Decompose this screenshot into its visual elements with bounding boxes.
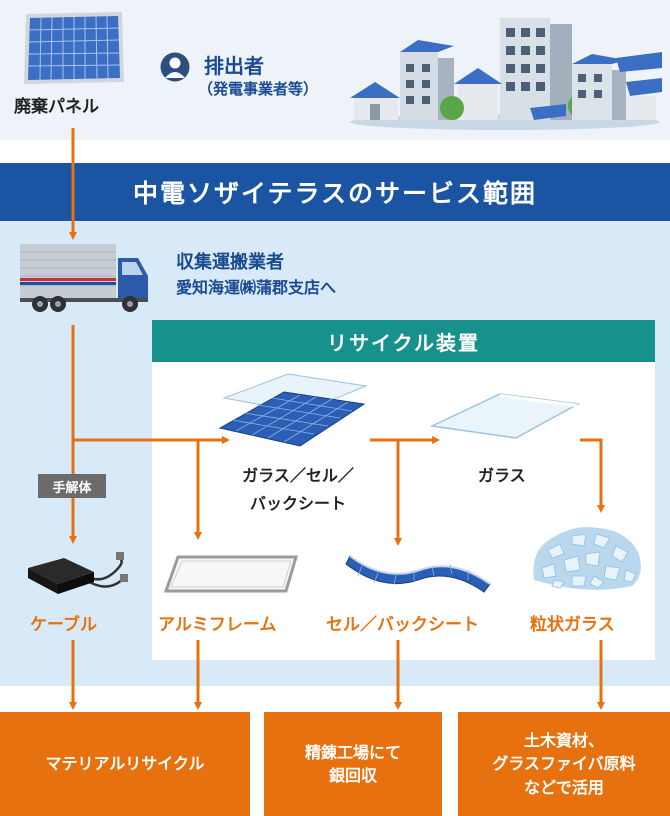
output-civil-line3: などで活用 (524, 777, 604, 797)
person-icon (160, 52, 190, 82)
recycling-device-panel (152, 320, 655, 660)
buildings-icon (350, 18, 662, 130)
product-cable: ケーブル (30, 615, 97, 635)
glass-sheet-icon (430, 393, 580, 439)
output-civil-line1: 土木資材、 (523, 731, 604, 751)
solar-panel-icon (24, 12, 124, 84)
output-civil-line2: グラスファイバ原料 (492, 754, 636, 774)
emitter-label: 排出者 (204, 54, 264, 78)
output-civil-materials: 土木資材、 グラスファイバ原料 などで活用 (458, 712, 670, 816)
emitter-sub-label: （発電事業者等） (198, 80, 319, 98)
output-silver-line1: 精錬工場にて (304, 742, 401, 762)
glass-cell-backsheet-label: ガラス／セル／ バックシート (222, 462, 374, 518)
glass-cell-backsheet-line1: ガラス／セル／ (242, 466, 354, 485)
output-silver-line2: 銀回収 (328, 766, 377, 785)
service-scope-title: 中電ソザイテラスのサービス範囲 (0, 163, 670, 221)
flexible-cell-icon (345, 555, 491, 593)
arrow-glass-to-cullet (580, 438, 605, 513)
collector-subtitle: 愛知海運㈱蒲郡支店へ (176, 278, 337, 297)
product-granular-glass: 粒状ガラス (530, 615, 615, 635)
manual-disassembly-tag: 手解体 (38, 474, 106, 498)
product-cell-backsheet: セル／バックシート (326, 615, 479, 635)
glass-cell-backsheet-line2: バックシート (249, 494, 346, 513)
aluminum-frame-icon (164, 555, 298, 593)
junction-box-icon (28, 552, 128, 594)
collector-title: 収集運搬業者 (176, 252, 284, 273)
glass-label: ガラス (478, 466, 526, 485)
glass-cullet-icon (533, 527, 641, 590)
output-material-recycle: マテリアルリサイクル (0, 712, 250, 816)
output-silver-recovery: 精錬工場にて 銀回収 (264, 712, 442, 816)
product-aluminum-frame: アルミフレーム (158, 615, 277, 635)
waste-panel-label: 廃棄パネル (14, 97, 99, 117)
truck-icon (20, 244, 148, 312)
recycling-device-title: リサイクル装置 (152, 320, 655, 362)
solar-panel-layers-icon (218, 373, 368, 447)
